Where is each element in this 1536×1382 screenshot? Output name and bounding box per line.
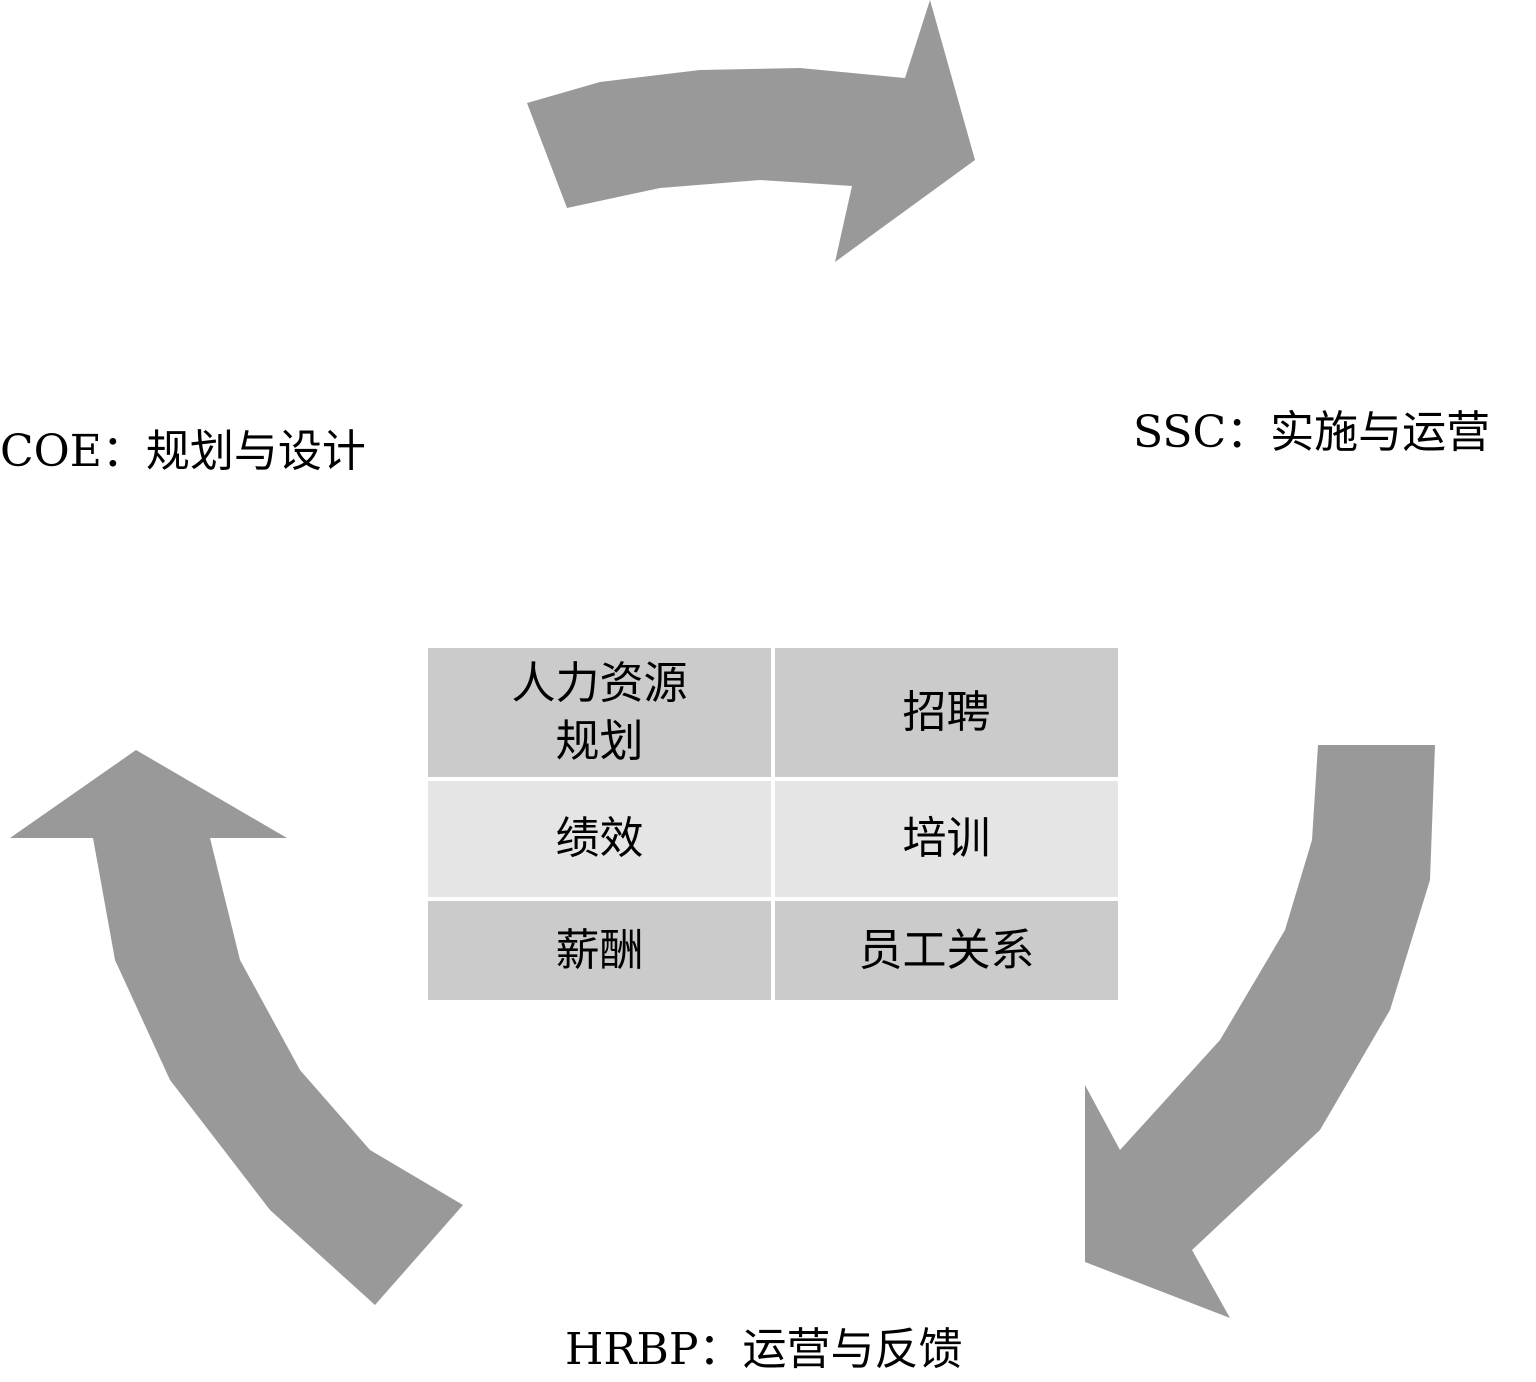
- arrow-hrbp-to-coe: [10, 750, 463, 1305]
- cell-compensation: 薪酬: [428, 901, 771, 1000]
- cell-employee-relations: 员工关系: [775, 901, 1118, 1000]
- cell-performance: 绩效: [428, 781, 771, 897]
- arrow-ssc-to-hrbp: [1085, 745, 1435, 1318]
- cell-training: 培训: [775, 781, 1118, 897]
- cell-hr-planning: 人力资源 规划: [428, 648, 771, 777]
- arrow-coe-to-ssc: [527, 0, 975, 262]
- hrbp-label: HRBP：运营与反馈: [565, 1324, 963, 1375]
- cell-recruiting: 招聘: [775, 648, 1118, 777]
- coe-label: COE：规划与设计: [0, 426, 366, 477]
- ssc-label: SSC：实施与运营: [1133, 407, 1491, 458]
